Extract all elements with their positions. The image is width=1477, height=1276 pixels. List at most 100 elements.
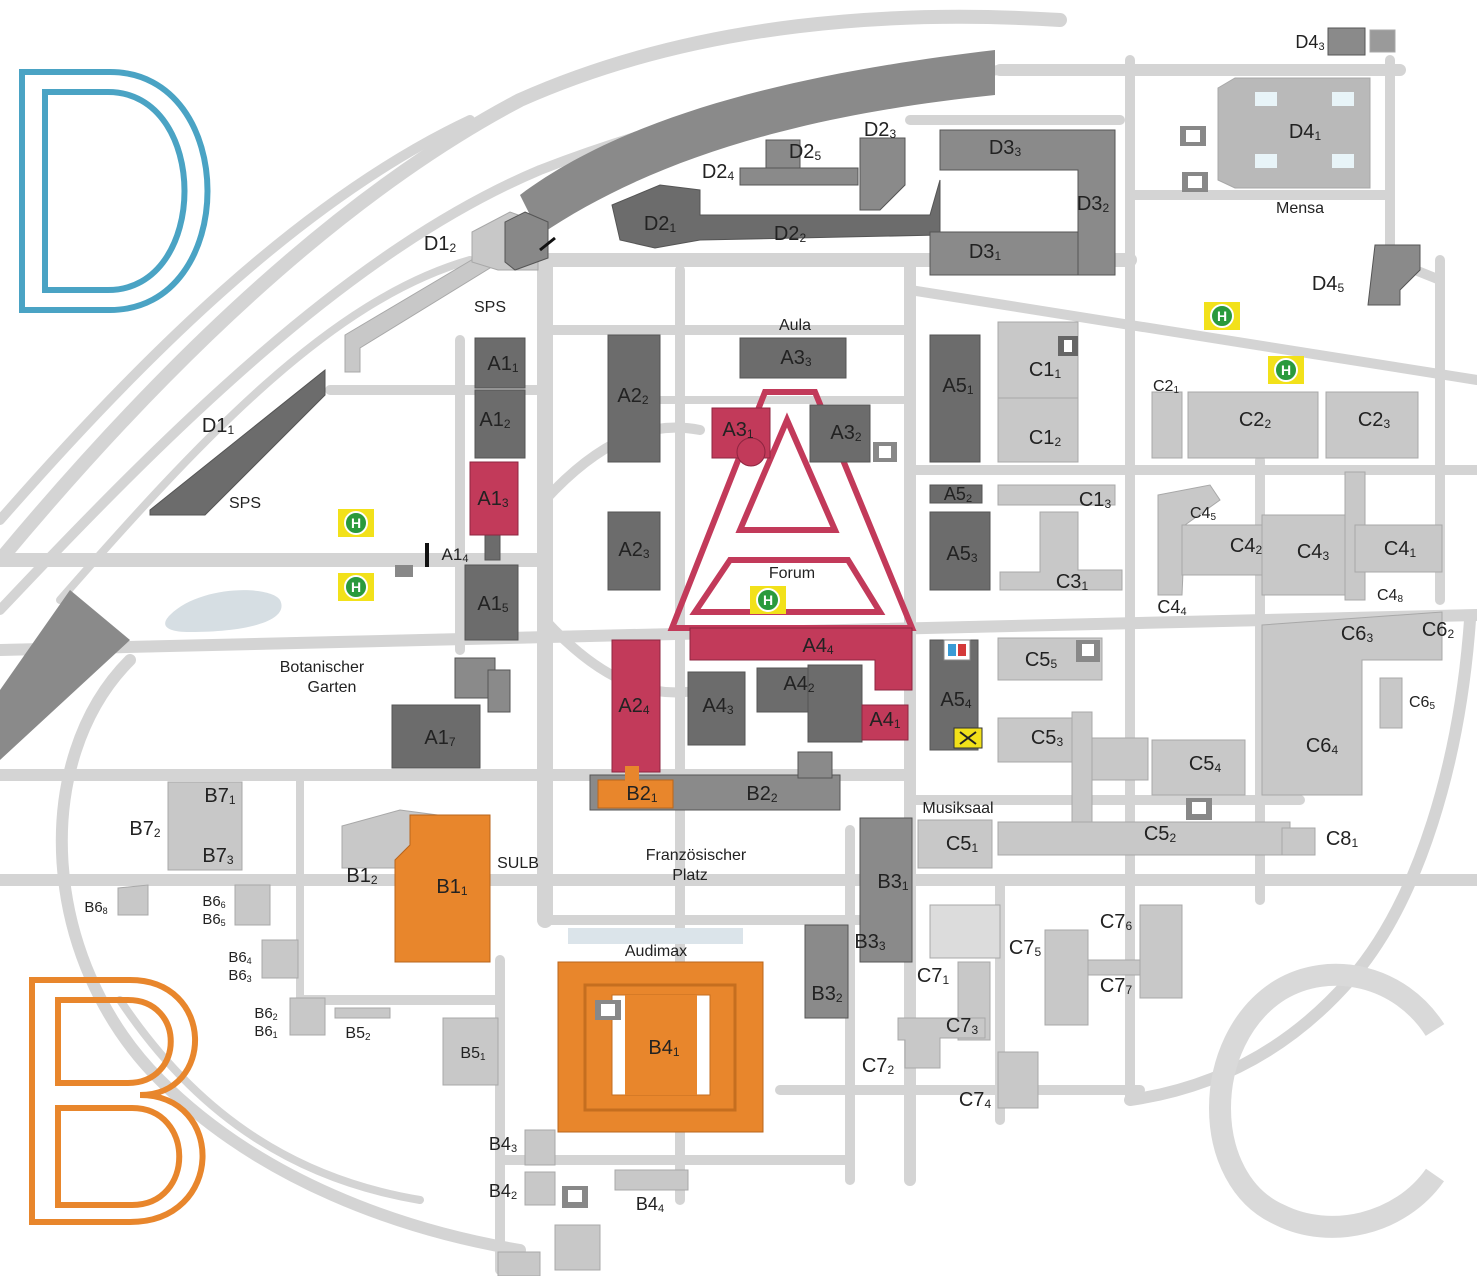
building-label-c23[interactable]: C23	[1358, 409, 1391, 431]
bus-stop-icon[interactable]: H	[1204, 302, 1240, 330]
building-label-c65[interactable]: C65	[1409, 694, 1435, 712]
label-audimax: Audimax	[625, 943, 687, 960]
building-label-a51[interactable]: A51	[942, 375, 973, 397]
building-label-a31[interactable]: A31	[722, 419, 753, 441]
building-label-a13[interactable]: A13	[477, 488, 508, 510]
building-label-d24[interactable]: D24	[702, 161, 735, 183]
building-label-d33[interactable]: D33	[989, 137, 1022, 159]
building-label-b52[interactable]: B52	[345, 1025, 371, 1043]
building-label-c44[interactable]: C44	[1157, 597, 1186, 618]
building-label-d32[interactable]: D32	[1077, 193, 1110, 215]
bus-stop-icon[interactable]: H	[750, 586, 786, 614]
label-botanischer-garten-2: Garten	[308, 679, 357, 696]
building-label-c76[interactable]: C76	[1100, 911, 1133, 933]
building-label-c75[interactable]: C75	[1009, 937, 1042, 959]
building-label-b62[interactable]: B62	[254, 1005, 277, 1022]
building-label-a43[interactable]: A43	[702, 695, 733, 717]
building-label-a24[interactable]: A24	[618, 695, 649, 717]
building-label-c52[interactable]: C52	[1144, 823, 1177, 845]
label-musiksaal: Musiksaal	[922, 800, 993, 817]
building-label-b66[interactable]: B66	[202, 893, 225, 910]
building-label-d23[interactable]: D23	[864, 119, 897, 141]
building-label-a44[interactable]: A44	[802, 635, 833, 657]
buildings-light	[117, 29, 1443, 1276]
parking-icon	[395, 565, 413, 577]
building-label-d21[interactable]: D21	[644, 213, 677, 235]
building-label-b41[interactable]: B41	[648, 1037, 679, 1059]
building-label-c77[interactable]: C77	[1100, 975, 1133, 997]
building-label-b31[interactable]: B31	[877, 871, 908, 893]
building-label-d31[interactable]: D31	[969, 241, 1002, 263]
building-label-c41[interactable]: C41	[1384, 538, 1417, 560]
building-label-c64[interactable]: C64	[1306, 735, 1339, 757]
building-label-a42[interactable]: A42	[783, 673, 814, 695]
building-label-c45[interactable]: C45	[1190, 505, 1216, 523]
building-label-b71[interactable]: B71	[204, 785, 235, 807]
building-label-b11[interactable]: B11	[436, 876, 467, 898]
building-label-a22[interactable]: A22	[617, 385, 648, 407]
building-label-c73[interactable]: C73	[946, 1015, 979, 1037]
building-label-c48[interactable]: C48	[1377, 587, 1403, 605]
building-label-b42[interactable]: B42	[489, 1181, 517, 1202]
building-label-b21[interactable]: B21	[626, 783, 657, 805]
building-label-d41[interactable]: D41	[1289, 121, 1322, 143]
building-label-d45[interactable]: D45	[1312, 273, 1345, 295]
building-label-b68[interactable]: B68	[84, 899, 107, 916]
building-label-b65[interactable]: B65	[202, 911, 225, 928]
building-label-a33[interactable]: A33	[780, 347, 811, 369]
parking-icon	[1180, 126, 1206, 146]
bus-stop-icon[interactable]: H	[338, 509, 374, 537]
building-label-b61[interactable]: B61	[254, 1023, 277, 1040]
building-label-c43[interactable]: C43	[1297, 541, 1330, 563]
building-label-c22[interactable]: C22	[1239, 409, 1272, 431]
building-label-a12[interactable]: A12	[479, 409, 510, 431]
building-label-c72[interactable]: C72	[862, 1055, 895, 1077]
building-label-c21[interactable]: C21	[1153, 378, 1179, 396]
building-label-c51[interactable]: C51	[946, 833, 979, 855]
building-label-a53[interactable]: A53	[946, 543, 977, 565]
building-label-c42[interactable]: C42	[1230, 535, 1263, 557]
building-label-c81[interactable]: C81	[1326, 828, 1359, 850]
building-label-a23[interactable]: A23	[618, 539, 649, 561]
building-label-a11[interactable]: A11	[487, 353, 518, 375]
parking-icon	[1186, 798, 1212, 820]
building-label-a54[interactable]: A54	[940, 689, 971, 711]
building-label-c54[interactable]: C54	[1189, 753, 1222, 775]
building-label-d22[interactable]: D22	[774, 223, 807, 245]
building-label-a52[interactable]: A52	[944, 484, 972, 505]
building-label-c12[interactable]: C12	[1029, 427, 1062, 449]
building-label-c63[interactable]: C63	[1341, 623, 1374, 645]
building-label-d25[interactable]: D25	[789, 141, 822, 163]
building-label-c55[interactable]: C55	[1025, 649, 1058, 671]
building-label-b72[interactable]: B72	[129, 818, 160, 840]
building-label-c31[interactable]: C31	[1056, 571, 1089, 593]
parking-icon	[595, 1000, 621, 1020]
building-label-a32[interactable]: A32	[830, 422, 861, 444]
building-label-b12[interactable]: B12	[346, 865, 377, 887]
bus-stop-icon[interactable]: H	[338, 573, 374, 601]
building-label-a41[interactable]: A41	[869, 709, 900, 731]
building-label-c74[interactable]: C74	[959, 1089, 992, 1111]
building-label-b51[interactable]: B51	[460, 1045, 486, 1063]
building-label-d11[interactable]: D11	[202, 415, 235, 437]
building-label-c11[interactable]: C11	[1029, 359, 1062, 381]
building-label-c13[interactable]: C13	[1079, 489, 1112, 511]
building-label-d12[interactable]: D12	[424, 233, 457, 255]
building-label-b63[interactable]: B63	[228, 967, 251, 984]
building-label-b64[interactable]: B64	[228, 949, 251, 966]
building-label-b33[interactable]: B33	[854, 931, 885, 953]
building-label-a17[interactable]: A17	[424, 727, 455, 749]
building-label-c53[interactable]: C53	[1031, 727, 1064, 749]
building-label-b73[interactable]: B73	[202, 845, 233, 867]
building-label-c71[interactable]: C71	[917, 965, 950, 987]
bus-stop-icon[interactable]: H	[1268, 356, 1304, 384]
building-label-b32[interactable]: B32	[811, 983, 842, 1005]
building-label-a15[interactable]: A15	[477, 593, 508, 615]
building-label-b22[interactable]: B22	[746, 783, 777, 805]
building-label-c62[interactable]: C62	[1422, 619, 1455, 641]
building-label-a14[interactable]: A14	[442, 545, 469, 565]
building-label-d43[interactable]: D43	[1295, 32, 1324, 53]
building-label-b43[interactable]: B43	[489, 1134, 517, 1155]
building-label-b44[interactable]: B44	[636, 1194, 664, 1215]
